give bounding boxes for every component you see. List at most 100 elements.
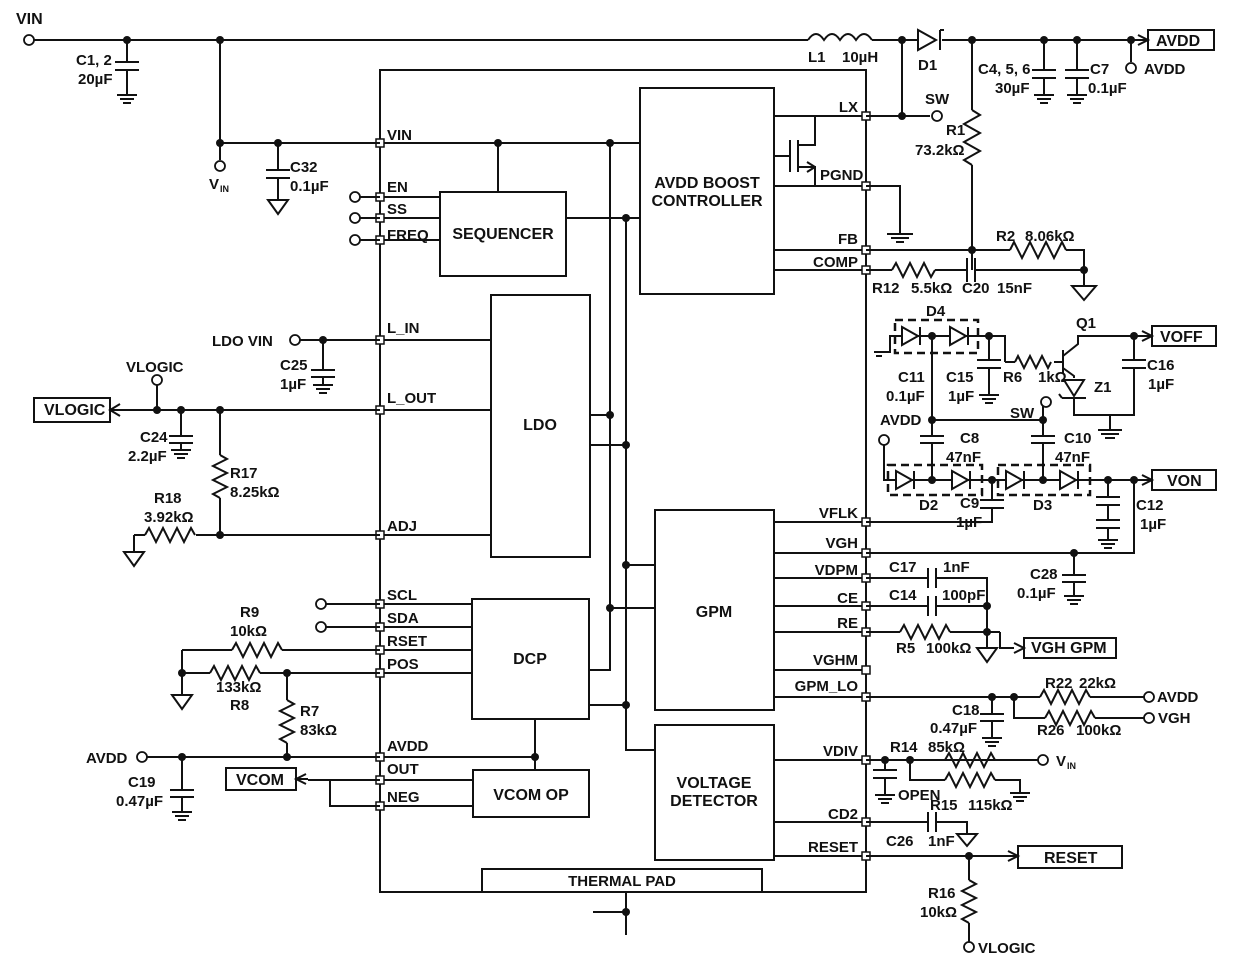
c26-label: C26 — [886, 833, 914, 850]
c20-label: C20 — [962, 280, 990, 297]
c9-label: C9 — [960, 495, 979, 512]
r6-value: 1kΩ — [1038, 369, 1067, 386]
reset-label: RESET — [1044, 850, 1098, 867]
vdiv-vin-main: V — [1056, 753, 1066, 770]
vin-terminal — [23, 34, 35, 46]
c24-value: 2.2µF — [128, 448, 167, 465]
vcom-arrow-icon — [293, 773, 308, 785]
c7-value: 0.1µF — [1088, 80, 1127, 97]
voff-arrow-icon — [1141, 330, 1155, 342]
r22-label: R22 — [1045, 675, 1073, 692]
avdd-left-label: AVDD — [86, 750, 128, 767]
vlogic-bottom-terminal — [963, 941, 975, 953]
pin-vghm: VGHM — [813, 652, 858, 669]
vcom-flag — [225, 767, 297, 791]
vlogic-label: VLOGIC — [126, 359, 184, 376]
pin-comp: COMP — [813, 254, 858, 271]
junction-dot — [622, 701, 630, 709]
c32-value: 0.1µF — [290, 178, 329, 195]
vcom-op-block — [472, 769, 590, 818]
pin-out: OUT — [387, 761, 419, 778]
top-rail-wiring — [34, 33, 1148, 302]
pin-cd2: CD2 — [828, 806, 858, 823]
c28-label: C28 — [1030, 566, 1058, 583]
r14-label: R14 — [890, 739, 918, 756]
vgh-gpm-arrow-icon — [1013, 642, 1027, 654]
reset-arrow-icon — [1007, 850, 1021, 862]
r16-value: 10kΩ — [920, 904, 957, 921]
pin-adj: ADJ — [387, 518, 417, 535]
r26-value: 100kΩ — [1076, 722, 1121, 739]
c24-label: C24 — [140, 429, 168, 446]
r2-label: R2 — [996, 228, 1015, 245]
d4-diode-b-icon — [949, 325, 969, 347]
freq-terminal[interactable] — [349, 234, 361, 246]
junction-dot — [606, 604, 614, 612]
ldo-vin-label: LDO VIN — [212, 333, 273, 350]
pin-neg: NEG — [387, 789, 420, 806]
pin-rset: RSET — [387, 633, 427, 650]
r16-label: R16 — [928, 885, 956, 902]
pin-re: RE — [837, 615, 858, 632]
vgh-r26-terminal — [1143, 712, 1155, 724]
von-label: VON — [1167, 473, 1202, 490]
c8-label: C8 — [960, 430, 979, 447]
avdd-mid-terminal — [878, 434, 890, 446]
vgh-gpm-label: VGH GPM — [1031, 640, 1107, 657]
vlogic-flag — [33, 397, 111, 423]
avdd-left-terminal — [136, 751, 148, 763]
gpm-label: GPM — [696, 604, 732, 621]
detector-wiring — [866, 750, 1038, 942]
junction-dot — [531, 753, 539, 761]
c456-value: 30µF — [995, 80, 1030, 97]
sda-terminal[interactable] — [315, 621, 327, 633]
junction-dot — [622, 561, 630, 569]
ss-terminal[interactable] — [349, 212, 361, 224]
c12-value: 1µF — [1140, 516, 1166, 533]
c26-value: 1nF — [928, 833, 955, 850]
gpm-wiring — [866, 553, 1144, 747]
junction-dot — [606, 411, 614, 419]
c19-label: C19 — [128, 774, 156, 791]
r9-value: 10kΩ — [230, 623, 267, 640]
sequencer-block — [439, 191, 567, 277]
pin-l-in: L_IN — [387, 320, 420, 337]
von-flag — [1151, 469, 1217, 491]
pin-ce: CE — [837, 590, 858, 607]
detector-label-line1: VOLTAGE — [677, 775, 752, 792]
pin-ss: SS — [387, 201, 407, 218]
r26-label: R26 — [1037, 722, 1065, 739]
c11-label: C11 — [898, 369, 925, 386]
c15-label: C15 — [946, 369, 974, 386]
junction-dot — [622, 214, 630, 222]
r22-value: 22kΩ — [1079, 675, 1116, 692]
pin-gpm-lo: GPM_LO — [795, 678, 859, 695]
en-terminal[interactable] — [349, 191, 361, 203]
vgh-gpm-flag — [1023, 637, 1117, 659]
scl-terminal[interactable] — [315, 598, 327, 610]
d1-cathode — [939, 29, 944, 50]
d1-diode-icon — [917, 28, 939, 52]
c32-label: C32 — [290, 159, 318, 176]
open-label: OPEN — [898, 787, 941, 804]
l1-value: 10µH — [842, 49, 878, 66]
vdiv-vin-terminal — [1037, 754, 1049, 766]
d2-diode-a-icon — [895, 469, 915, 491]
junction-dot — [606, 139, 614, 147]
c14-label: C14 — [889, 587, 917, 604]
dcp-block — [471, 598, 590, 720]
pin-vdpm: VDPM — [815, 562, 858, 579]
junction-dot — [494, 139, 502, 147]
vlogic-flag-label: VLOGIC — [44, 402, 106, 419]
avdd-terminal — [1125, 62, 1137, 74]
c19-value: 0.47µF — [116, 793, 163, 810]
c20-value: 15nF — [997, 280, 1032, 297]
avdd-r22-label: AVDD — [1157, 689, 1199, 706]
r7-value: 83kΩ — [300, 722, 337, 739]
pin-pos: POS — [387, 656, 419, 673]
voff-flag — [1151, 325, 1217, 347]
r17-label: R17 — [230, 465, 258, 482]
ldo-vin-terminal — [289, 334, 301, 346]
d3-diode-a-icon — [1005, 469, 1025, 491]
r17-value: 8.25kΩ — [230, 484, 280, 501]
